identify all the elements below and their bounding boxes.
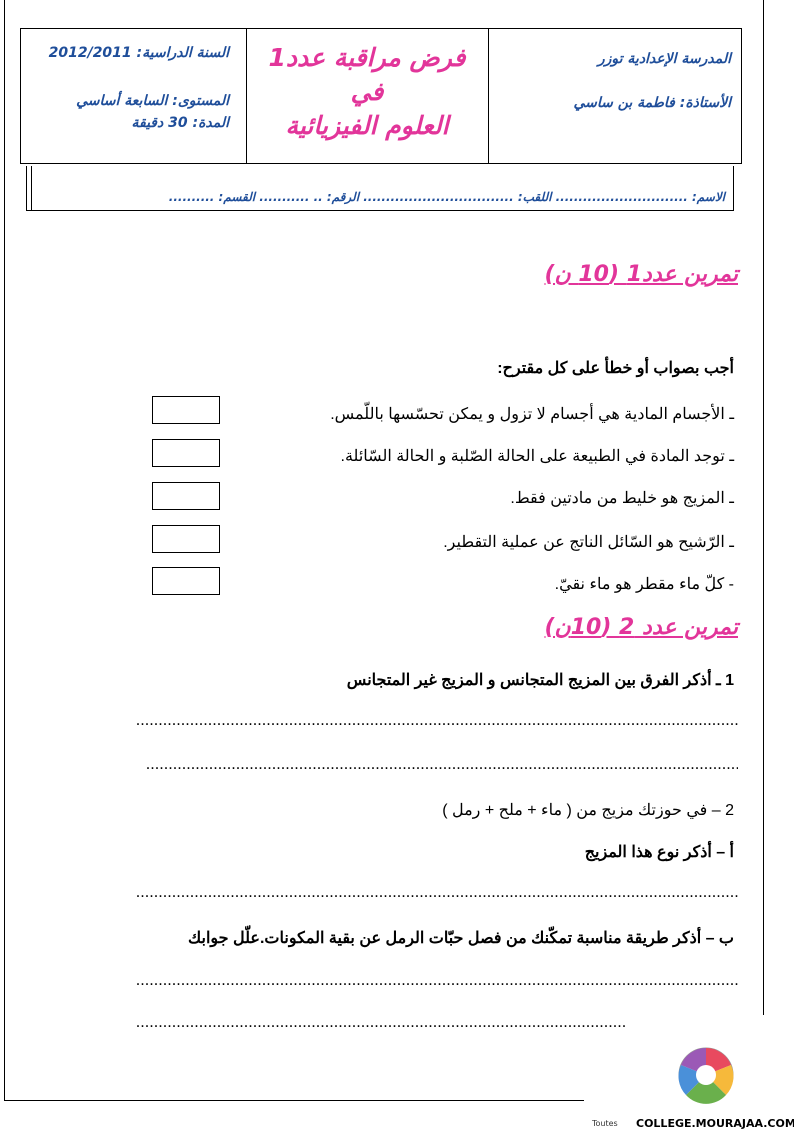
school-year: السنة الدراسية: 2012/2011 xyxy=(48,45,229,61)
answer-line[interactable]: ........................................… xyxy=(136,884,740,901)
statement-1: ـ الأجسام المادية هي أجسام لا تزول و يمك… xyxy=(330,406,734,423)
question-1: 1 ـ أذكر الفرق بين المزيج المتجانس و الم… xyxy=(346,672,734,689)
level: المستوى: السابعة أساسي xyxy=(76,93,229,109)
site-url: COLLEGE.MOURAJAA.COM xyxy=(636,1117,794,1130)
statement-4: ـ الرّشيح هو السّائل الناتج عن عملية الت… xyxy=(443,534,734,551)
exam-title-line2: في xyxy=(350,77,384,106)
corner-text: Toutes xyxy=(592,1119,618,1128)
school-name: المدرسة الإعدادية توزر xyxy=(597,51,731,67)
question-2a: أ – أذكر نوع هذا المزيج xyxy=(584,844,734,861)
answer-box-2[interactable] xyxy=(152,439,220,467)
exam-title: فرض مراقبة عدد1 في العلوم الفيزيائية xyxy=(253,41,481,143)
answer-box-3[interactable] xyxy=(152,482,220,510)
statement-3: ـ المزيج هو خليط من مادتين فقط. xyxy=(510,490,734,507)
answer-line[interactable]: ........................................… xyxy=(136,972,740,989)
page-frame-right xyxy=(763,0,764,1015)
exercise1-instruction: أجب بصواب أو خطأ على كل مقترح: xyxy=(497,360,734,377)
page-frame-bottom xyxy=(4,1100,584,1101)
exam-title-line3: العلوم الفيزيائية xyxy=(285,111,449,140)
header-table: المدرسة الإعدادية توزر الأستاذة: فاطمة ب… xyxy=(20,28,742,164)
answer-box-1[interactable] xyxy=(152,396,220,424)
statement-5: - كلّ ماء مقطر هو ماء نقيّ. xyxy=(554,576,734,593)
exam-title-line1: فرض مراقبة عدد1 xyxy=(268,43,466,72)
teacher-name: الأستاذة: فاطمة بن ساسي xyxy=(573,95,731,111)
answer-box-4[interactable] xyxy=(152,525,220,553)
exercise2-title: تمرين عدد 2 (10ن) xyxy=(544,615,738,640)
question-2b: ب – أذكر طريقة مناسبة تمكّنك من فصل حبّا… xyxy=(188,930,734,947)
student-info-box: الاسم: ............................. الل… xyxy=(26,166,734,211)
page-frame-left xyxy=(4,0,5,1100)
site-logo xyxy=(660,1045,752,1105)
statement-2: ـ توجد المادة في الطبيعة على الحالة الصّ… xyxy=(340,448,734,465)
answer-box-5[interactable] xyxy=(152,567,220,595)
answer-line[interactable]: ........................................… xyxy=(136,712,740,729)
site-logo-graphic xyxy=(678,1047,734,1104)
duration: المدة: 30 دقيقة xyxy=(131,115,229,131)
answer-line[interactable]: ........................................… xyxy=(146,756,738,773)
question-2: 2 – في حوزتك مزيج من ( ماء + ملح + رمل ) xyxy=(442,802,734,819)
exercise1-title: تمرين عدد1 (10 ن) xyxy=(544,262,738,287)
student-info-line: الاسم: ............................. الل… xyxy=(168,190,725,204)
answer-line[interactable]: ........................................… xyxy=(136,1014,626,1031)
